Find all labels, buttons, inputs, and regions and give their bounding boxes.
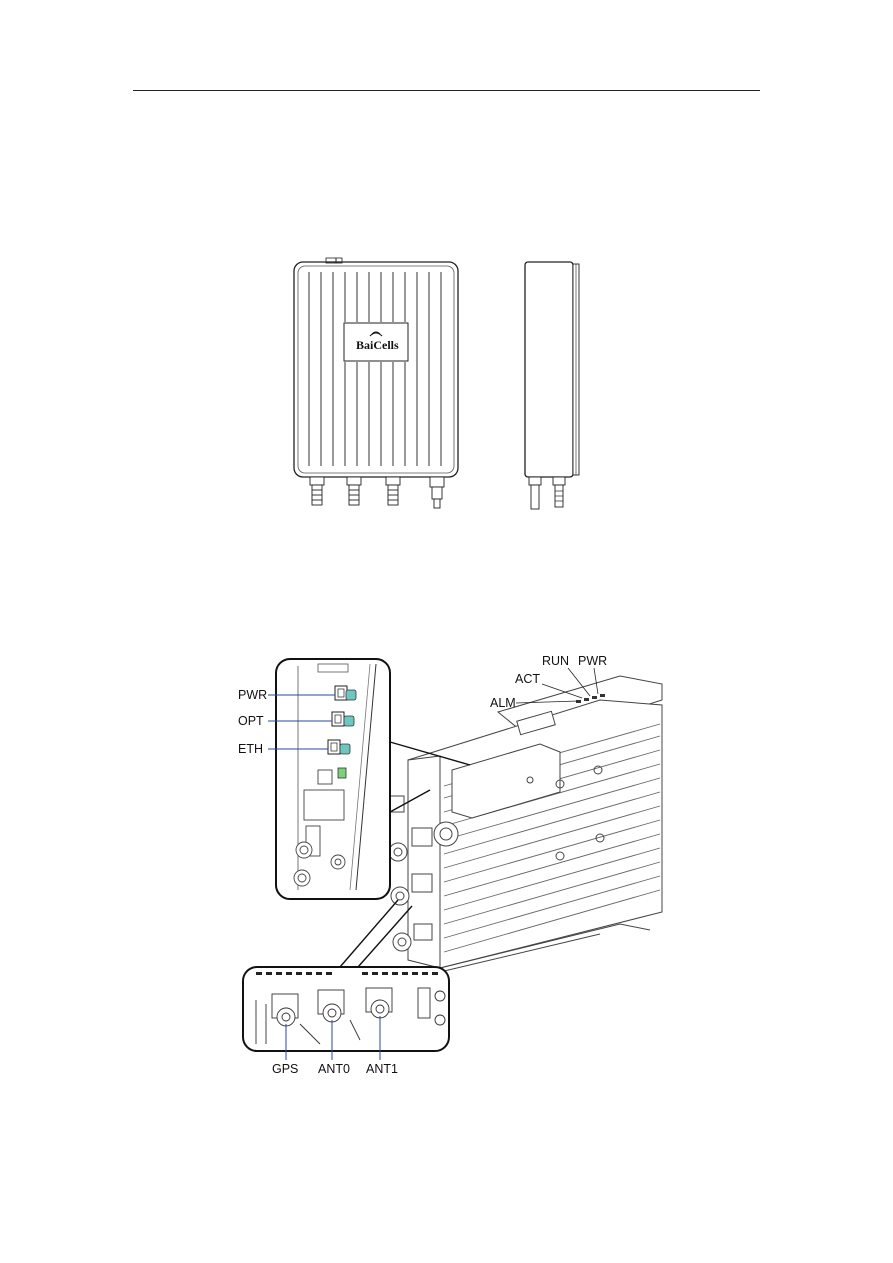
label-ant1-port: ANT1 (366, 1062, 398, 1076)
isometric-unit-drawing (386, 676, 662, 972)
front-view-logo: BaiCells (356, 338, 399, 352)
label-run: RUN (542, 654, 569, 668)
front-view-drawing (294, 258, 458, 508)
label-pwr-indicator: PWR (578, 654, 607, 668)
side-view-drawing (525, 262, 579, 509)
label-pwr-port: PWR (238, 688, 267, 702)
label-alm: ALM (490, 696, 516, 710)
label-eth-port: ETH (238, 742, 263, 756)
label-ant0-port: ANT0 (318, 1062, 350, 1076)
label-gps-port: GPS (272, 1062, 298, 1076)
label-opt-port: OPT (238, 714, 264, 728)
label-act: ACT (515, 672, 540, 686)
